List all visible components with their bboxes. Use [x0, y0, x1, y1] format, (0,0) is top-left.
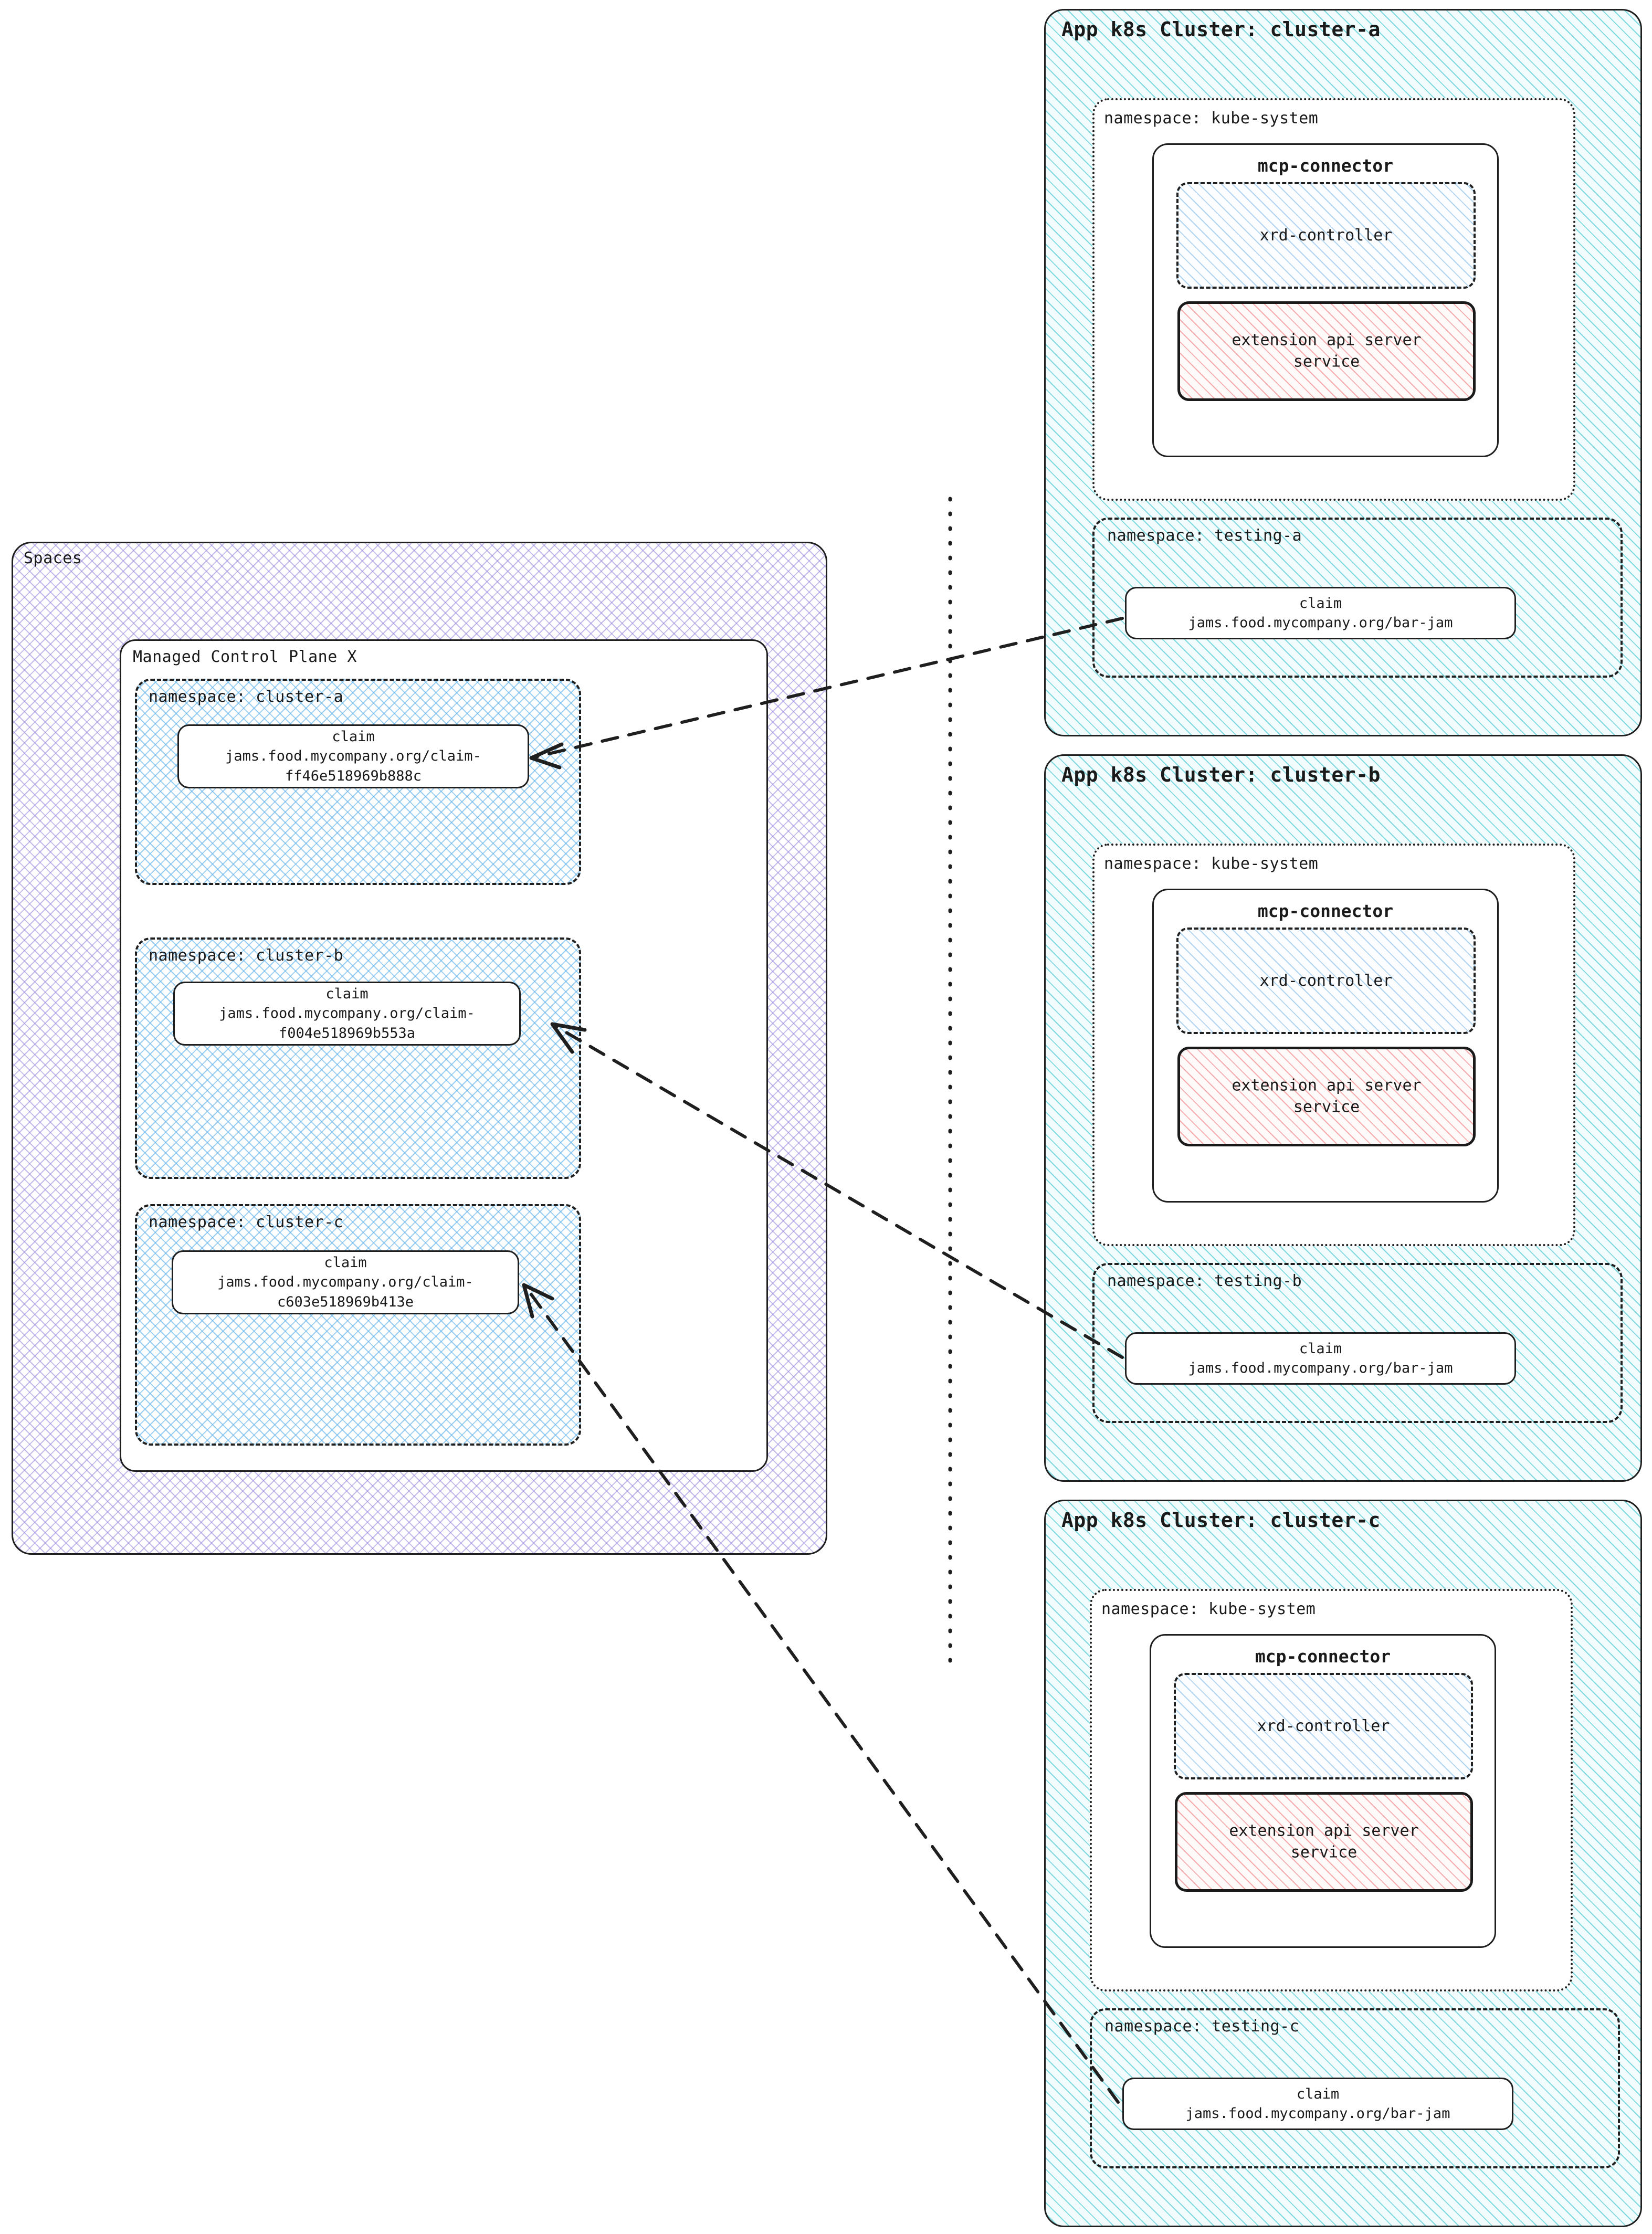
cluster-c-title: App k8s Cluster: cluster-c [1061, 1509, 1381, 1532]
cluster-a-xrd-controller-label: xrd-controller [1259, 226, 1393, 245]
cluster-c-extension-api-server: extension api server service [1175, 1792, 1473, 1892]
cluster-b-title: App k8s Cluster: cluster-b [1061, 763, 1381, 786]
cluster-a-extension-api-text: extension api server service [1180, 330, 1473, 373]
claim-kind-label: claim [1299, 595, 1342, 612]
claim-kind-label: claim [1299, 1340, 1342, 1357]
namespace-cluster-c-label: namespace: cluster-c [149, 1213, 344, 1231]
cluster-a-extension-api-server: extension api server service [1177, 301, 1476, 401]
cluster-a-mcp-connector-title: mcp-connector [1257, 155, 1394, 176]
cluster-c-testing-claim-text: claim jams.food.mycompany.org/bar-jam [1127, 2084, 1509, 2124]
claim-cluster-a[interactable]: claim jams.food.mycompany.org/claim-ff46… [177, 724, 529, 788]
cluster-c-xrd-controller: xrd-controller [1174, 1673, 1473, 1779]
extension-api-line2: service [1293, 352, 1360, 371]
claim-kind-label: claim [325, 986, 369, 1003]
cluster-b-testing-label: namespace: testing-b [1107, 1272, 1302, 1290]
spaces-label: Spaces [24, 549, 82, 567]
claim-cluster-c[interactable]: claim jams.food.mycompany.org/claim-c603… [172, 1250, 519, 1314]
cluster-c-testing-label: namespace: testing-c [1104, 2017, 1300, 2036]
cluster-c-testing-claim[interactable]: claim jams.food.mycompany.org/bar-jam [1122, 2078, 1513, 2130]
cluster-c-extension-api-text: extension api server service [1177, 1821, 1470, 1863]
claim-kind-label: claim [1296, 2085, 1340, 2102]
namespace-cluster-a-label: namespace: cluster-a [149, 688, 344, 706]
cluster-b-xrd-controller-label: xrd-controller [1259, 971, 1393, 990]
cluster-c-mcp-connector-title: mcp-connector [1255, 1646, 1391, 1667]
cluster-b-extension-api-text: extension api server service [1180, 1076, 1473, 1118]
claim-cluster-a-text: claim jams.food.mycompany.org/claim-ff46… [182, 727, 524, 786]
claim-cluster-c-text: claim jams.food.mycompany.org/claim-c603… [176, 1253, 514, 1312]
cluster-a-kube-system-label: namespace: kube-system [1104, 109, 1319, 128]
claim-cluster-b[interactable]: claim jams.food.mycompany.org/claim-f004… [173, 982, 521, 1046]
claim-ref: jams.food.mycompany.org/bar-jam [1185, 2105, 1450, 2122]
cluster-a-xrd-controller: xrd-controller [1176, 182, 1476, 289]
cluster-b-testing-claim[interactable]: claim jams.food.mycompany.org/bar-jam [1125, 1332, 1516, 1385]
cluster-b-testing-claim-text: claim jams.food.mycompany.org/bar-jam [1130, 1339, 1511, 1378]
cluster-a-title: App k8s Cluster: cluster-a [1061, 18, 1381, 41]
claim-kind-label: claim [332, 729, 375, 745]
cluster-b-kube-system-label: namespace: kube-system [1104, 855, 1319, 873]
cluster-a-testing-claim[interactable]: claim jams.food.mycompany.org/bar-jam [1125, 587, 1516, 639]
control-plane-label: Managed Control Plane X [133, 648, 357, 666]
claim-ref: jams.food.mycompany.org/bar-jam [1188, 615, 1453, 631]
claim-ref: jams.food.mycompany.org/bar-jam [1188, 1360, 1453, 1376]
claim-ref: jams.food.mycompany.org/claim-f004e51896… [219, 1005, 475, 1041]
extension-api-line2: service [1290, 1843, 1358, 1861]
claim-ref: jams.food.mycompany.org/claim-ff46e51896… [225, 748, 481, 784]
claim-ref: jams.food.mycompany.org/claim-c603e51896… [217, 1274, 473, 1310]
cluster-a-testing-label: namespace: testing-a [1107, 526, 1302, 545]
cluster-b-extension-api-server: extension api server service [1177, 1047, 1476, 1146]
namespace-cluster-c: namespace: cluster-c [135, 1204, 581, 1446]
extension-api-line1: extension api server [1232, 1076, 1422, 1095]
claim-cluster-b-text: claim jams.food.mycompany.org/claim-f004… [178, 984, 516, 1043]
extension-api-line2: service [1293, 1098, 1360, 1116]
namespace-cluster-b: namespace: cluster-b [135, 937, 581, 1179]
claim-kind-label: claim [324, 1255, 367, 1271]
cluster-b-mcp-connector-title: mcp-connector [1257, 901, 1394, 921]
cluster-a-testing-claim-text: claim jams.food.mycompany.org/bar-jam [1130, 594, 1511, 633]
cluster-c-xrd-controller-label: xrd-controller [1257, 1716, 1390, 1735]
cluster-b-xrd-controller: xrd-controller [1176, 928, 1476, 1034]
extension-api-line1: extension api server [1229, 1821, 1419, 1840]
cluster-a-testing-namespace: namespace: testing-a [1092, 518, 1623, 678]
namespace-cluster-b-label: namespace: cluster-b [149, 946, 344, 965]
extension-api-line1: extension api server [1232, 331, 1422, 350]
cluster-c-kube-system-label: namespace: kube-system [1101, 1600, 1316, 1618]
